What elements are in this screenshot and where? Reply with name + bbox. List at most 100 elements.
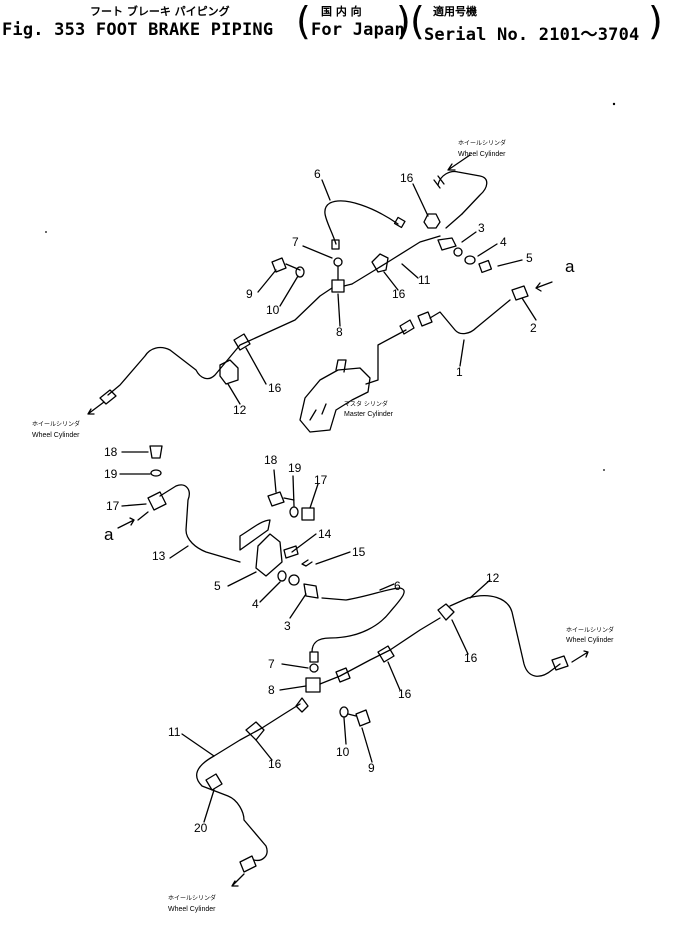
wheel-cylinder-bottom-label: Wheel Cylinder	[168, 906, 216, 913]
wheel-cylinder-left-label-jp: ホイールシリンダ	[32, 420, 80, 428]
part-number: 1	[456, 365, 463, 379]
nut-5-lower	[288, 574, 300, 586]
part-number: 12	[486, 571, 500, 585]
washer-4-upper	[464, 255, 476, 265]
pipe-11-lower	[196, 703, 301, 862]
part-number: 6	[394, 579, 401, 593]
master-cylinder	[299, 367, 371, 433]
washer-19-left	[150, 469, 162, 477]
fitting-3-lower	[303, 583, 319, 599]
bolt-9-upper	[271, 257, 301, 273]
clamp-16-top	[423, 213, 441, 229]
part-number: 8	[268, 683, 275, 697]
arrow-a-upper	[535, 281, 553, 292]
pipe-top-right	[437, 170, 488, 215]
clamp-16-mid	[371, 253, 389, 273]
part-number: 3	[478, 221, 485, 235]
clamp-16-left-upper	[233, 333, 251, 351]
part-number: 7	[292, 235, 299, 249]
pipe-left-upper	[107, 287, 333, 396]
serial-range: Serial No. 2101～3704	[424, 25, 640, 45]
connector-a-lower: a	[104, 525, 114, 544]
wheel-cylinder-top-fitting	[433, 175, 445, 189]
washer-19-mid	[289, 506, 299, 518]
bracket-12-upper	[219, 359, 239, 385]
hose-6-upper-end-top	[393, 216, 406, 229]
washer-10-upper	[295, 266, 305, 278]
title-japanese: フート ブレーキ パイピング	[90, 5, 230, 18]
tee-8-upper	[331, 279, 345, 293]
wheel-cylinder-left-fitting	[99, 389, 117, 405]
serial-japanese: 適用号機	[433, 5, 477, 18]
bolt-9-lower	[347, 709, 371, 727]
part-number: 18	[264, 453, 278, 467]
part-number: 13	[152, 549, 166, 563]
tee-8-lower	[305, 677, 321, 693]
part-number: 10	[336, 745, 350, 759]
part-number: 3	[284, 619, 291, 633]
washer-4-lower	[277, 570, 287, 582]
pipe-13	[159, 484, 241, 563]
fitting-lower-right-start	[335, 667, 351, 683]
part-number: 5	[526, 251, 533, 265]
fitting-17-left	[147, 491, 167, 511]
market-label: For Japan	[311, 20, 405, 40]
fitting-17-mid	[301, 507, 315, 521]
part-number: 17	[106, 499, 120, 513]
bolt-18-mid	[267, 491, 295, 507]
clamp-20	[205, 773, 223, 791]
washer-10-lower	[339, 706, 349, 718]
wheel-cylinder-left-label: Wheel Cylinder	[32, 432, 80, 439]
hose-6-lower	[311, 587, 405, 653]
bolt-18-left	[149, 445, 163, 459]
part-number: 16	[464, 651, 478, 665]
arrow-wheel-cylinder-top	[447, 154, 471, 171]
master-cylinder-label: Master Cylinder	[344, 411, 394, 418]
washer-7-lower	[309, 663, 319, 673]
part-number: 11	[168, 725, 181, 739]
hose-6-upper-end-bottom	[331, 239, 340, 250]
fitting-3-upper	[437, 237, 457, 251]
clamp-16-lower-mid	[377, 645, 395, 663]
paren-close-serial: )	[648, 0, 663, 43]
wheel-cylinder-right-label-jp: ホイールシリンダ	[566, 626, 614, 634]
junction-block	[239, 519, 271, 551]
part-number: 19	[104, 467, 118, 481]
part-number: 2	[530, 321, 537, 335]
part-number: 6	[314, 167, 321, 181]
part-number: 4	[252, 597, 259, 611]
connector-a-upper: a	[565, 257, 575, 276]
part-number: 11	[418, 273, 431, 287]
part-number: 18	[104, 445, 118, 459]
wheel-cylinder-bottom-fitting	[239, 855, 257, 873]
paren-open-serial: (	[410, 0, 425, 43]
clamp-16-lower-left	[245, 721, 265, 741]
part-number: 16	[398, 687, 412, 701]
scan-specks	[45, 102, 616, 471]
wheel-cylinder-right-fitting	[551, 655, 569, 671]
lower-part-numbers: 18 19 17 18 19 17 14 15 13 5 4 3 6 12 7 …	[104, 445, 500, 835]
part-number: 9	[246, 287, 253, 301]
arrow-wheel-cylinder-right	[571, 650, 589, 663]
wheel-cylinder-bottom-label-jp: ホイールシリンダ	[168, 894, 216, 902]
part-number: 12	[233, 403, 247, 417]
part-number: 5	[214, 579, 221, 593]
figure-title: Fig. 353 FOOT BRAKE PIPING	[2, 20, 274, 40]
part-number: 8	[336, 325, 343, 339]
part-number: 15	[352, 545, 366, 559]
wheel-cylinder-top-label-jp: ホイールシリンダ	[458, 139, 506, 147]
part-number: 9	[368, 761, 375, 775]
paren-close: )	[396, 0, 411, 43]
part-number: 10	[266, 303, 280, 317]
part-number: 20	[194, 821, 208, 835]
clamp-16-lower-right	[437, 603, 455, 621]
part-number: 16	[400, 171, 414, 185]
wheel-cylinder-top-label: Wheel Cylinder	[458, 151, 506, 158]
part-number: 16	[392, 287, 406, 301]
upper-part-numbers: 6 16 3 4 5 7 9 10 8 11 16 2 1 16 12	[233, 167, 537, 417]
nut-5-upper	[478, 259, 493, 274]
part-number: 16	[268, 381, 282, 395]
part-number: 14	[318, 527, 332, 541]
pipe-1	[429, 299, 511, 335]
